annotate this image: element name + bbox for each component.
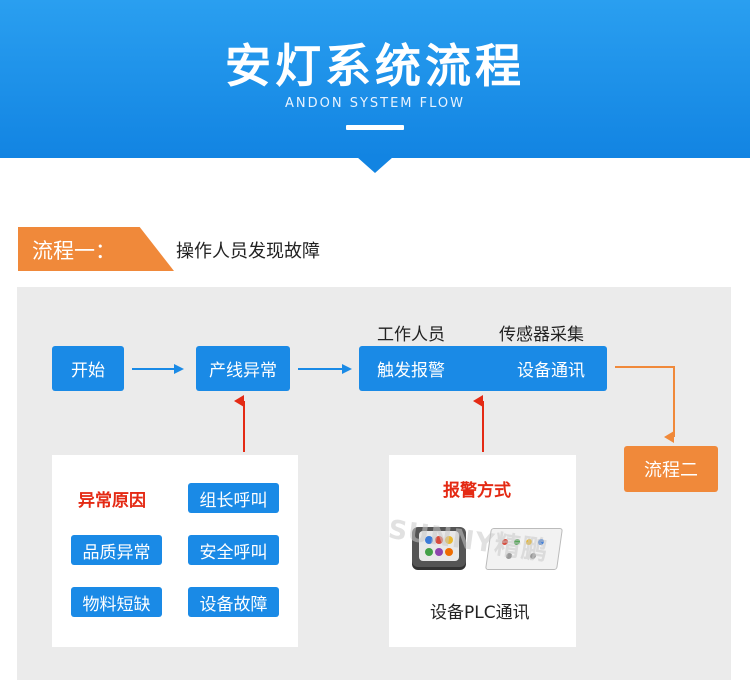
arrow-to-step-two bbox=[615, 366, 675, 443]
title-underline bbox=[346, 125, 404, 130]
andon-button-box-image bbox=[412, 527, 466, 567]
cause-quality: 品质异常 bbox=[71, 535, 162, 565]
alarm-caption: 设备PLC通讯 bbox=[430, 603, 530, 623]
cause-call-safety: 安全呼叫 bbox=[188, 535, 279, 565]
sensor-label: 传感器采集 bbox=[499, 325, 584, 345]
start-box: 开始 bbox=[52, 346, 124, 391]
trigger-alarm-label: 触发报警 bbox=[377, 361, 445, 381]
page-subtitle: ANDON SYSTEM FLOW bbox=[284, 96, 465, 111]
page-title: 安灯系统流程 bbox=[225, 39, 525, 93]
line-abnormal-box: 产线异常 bbox=[196, 346, 290, 391]
staff-label: 工作人员 bbox=[377, 325, 445, 345]
causes-title: 异常原因 bbox=[78, 491, 146, 511]
header-banner: 安灯系统流程 ANDON SYSTEM FLOW bbox=[0, 0, 750, 158]
cause-material: 物料短缺 bbox=[71, 587, 162, 617]
step-description: 操作人员发现故障 bbox=[176, 241, 320, 262]
alarm-box: 触发报警 设备通讯 bbox=[359, 346, 607, 391]
alarm-title: 报警方式 bbox=[443, 481, 511, 501]
header-notch bbox=[357, 157, 393, 173]
step-two-box: 流程二 bbox=[624, 446, 718, 492]
step-tag-label: 流程一： bbox=[32, 239, 116, 263]
cause-call-leader: 组长呼叫 bbox=[188, 483, 279, 513]
device-comm-label: 设备通讯 bbox=[517, 361, 585, 381]
cause-equipment: 设备故障 bbox=[188, 587, 279, 617]
